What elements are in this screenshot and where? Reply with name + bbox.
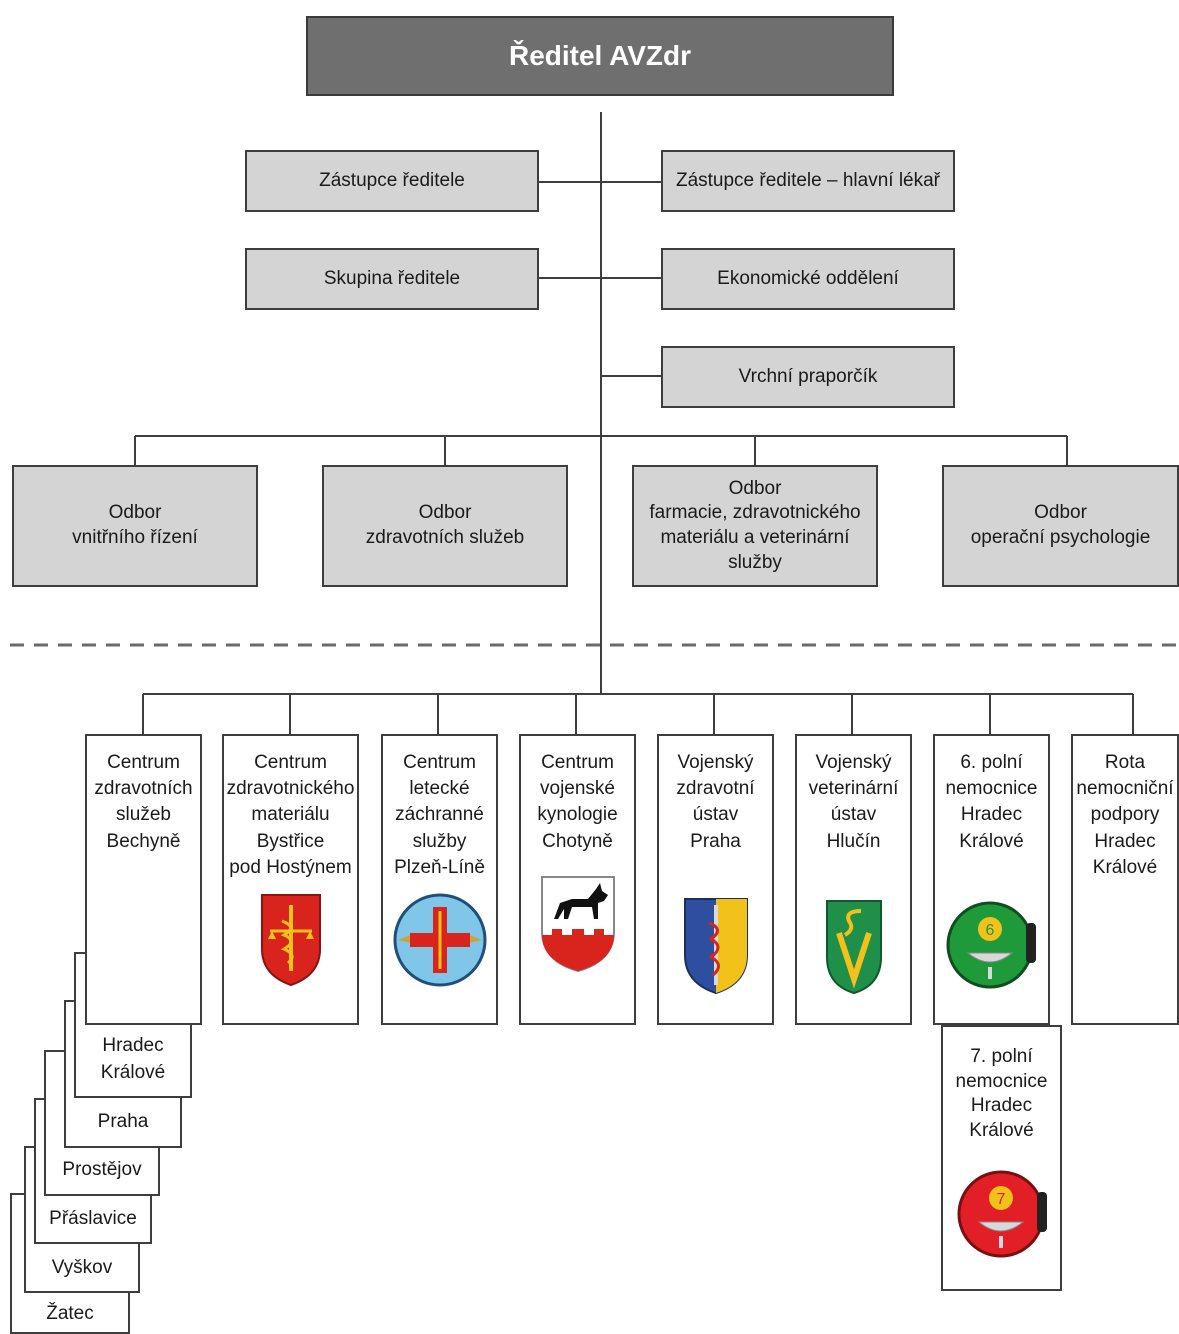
- svg-text:7: 7: [996, 1191, 1005, 1208]
- deputy-director-box: Zástupce ředitele: [245, 150, 539, 212]
- chief-warrant-officer-box: Vrchní praporčík: [661, 346, 955, 408]
- branch-label: Přáslavice: [49, 1208, 137, 1229]
- director-group-box: Skupina ředitele: [245, 248, 539, 310]
- deputy-chief-physician-box: Zástupce ředitele – hlavní lékař: [661, 150, 955, 212]
- director-box: Ředitel AVZdr: [306, 16, 894, 96]
- red-cross-wings-icon: [393, 893, 486, 987]
- branch-label: Vyškov: [51, 1257, 113, 1278]
- sv-shield-icon: [825, 899, 882, 994]
- economic-dept-box: Ekonomické oddělení: [661, 248, 955, 310]
- bowl-6-badge-icon: 6: [946, 901, 1036, 989]
- bowl-7-badge-icon: 7: [957, 1170, 1047, 1258]
- dog-shield-icon: [540, 875, 615, 972]
- branch-label: Žatec: [46, 1303, 94, 1324]
- staff-shield-icon: [683, 897, 748, 994]
- svg-text:6: 6: [985, 922, 994, 939]
- branch-label: Prostějov: [62, 1159, 142, 1180]
- branch-label: Praha: [97, 1111, 149, 1132]
- caduceus-shield-icon: [260, 894, 321, 987]
